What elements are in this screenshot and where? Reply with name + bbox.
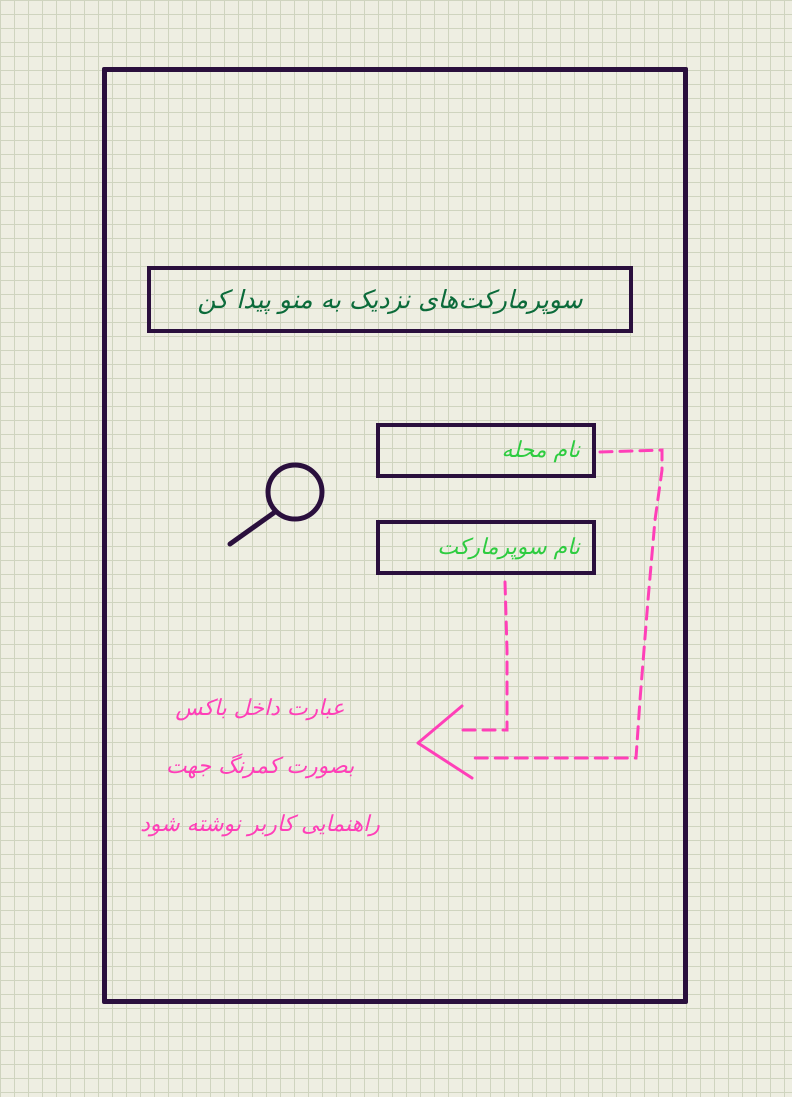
page-title: سوپرمارکت‌های نزدیک به منو پیدا کن bbox=[197, 285, 583, 314]
design-annotation-note: عبارت داخل باکس بصورت کمرنگ جهت راهنمایی… bbox=[110, 680, 410, 854]
neighborhood-input[interactable]: نام محله bbox=[376, 423, 596, 478]
annotation-line-2: بصورت کمرنگ جهت bbox=[165, 754, 355, 779]
annotation-line-3: راهنمایی کاربر نوشته شود bbox=[140, 812, 380, 837]
supermarket-input[interactable]: نام سوپرمارکت bbox=[376, 520, 596, 575]
neighborhood-placeholder: نام محله bbox=[501, 438, 580, 463]
page-title-banner: سوپرمارکت‌های نزدیک به منو پیدا کن bbox=[147, 266, 633, 333]
supermarket-placeholder: نام سوپرمارکت bbox=[437, 535, 580, 560]
phone-frame bbox=[102, 67, 688, 1004]
annotation-line-1: عبارت داخل باکس bbox=[175, 696, 345, 721]
search-icon[interactable] bbox=[222, 460, 332, 555]
